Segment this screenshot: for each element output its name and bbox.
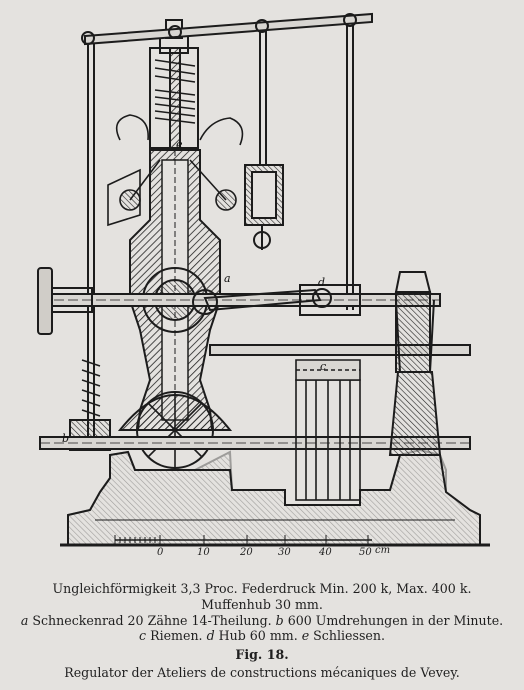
label-a: a xyxy=(224,272,231,285)
right-pedestal xyxy=(388,299,442,456)
scale-tick-30: 30 xyxy=(278,547,291,558)
fly-balls xyxy=(107,114,244,227)
figure-caption: Ungleichförmigkeit 3,3 Proc. Federdruck … xyxy=(0,581,524,681)
scale-tick-10: 10 xyxy=(197,547,210,558)
caption-key-a: a xyxy=(20,612,29,628)
caption-text-c: Riemen. xyxy=(146,628,207,644)
vertical-rods xyxy=(69,12,373,451)
base-frame xyxy=(60,448,490,547)
scale-tick-0: 0 xyxy=(157,547,164,558)
figure-title: Regulator der Ateliers de constructions … xyxy=(64,664,460,680)
right-valve-body xyxy=(244,164,284,250)
label-b: b xyxy=(62,432,69,445)
scale-tick-40: 40 xyxy=(318,547,332,558)
caption-line-2: Muffenhub 30 mm. xyxy=(201,596,323,612)
caption-text-d: Hub 60 mm. xyxy=(214,628,302,644)
caption-text-b: 600 Umdrehungen in der Minute. xyxy=(283,612,504,628)
scale-unit: cm xyxy=(375,545,390,556)
figure-number: Fig. 18. xyxy=(235,647,289,663)
regulator-engineering-drawing: a e d c b 0 10 20 30 4 xyxy=(37,12,490,558)
caption-line-3: a Schneckenrad 20 Zähne 14-Theilung. b 6… xyxy=(0,613,524,629)
central-column xyxy=(117,19,233,469)
part-labels: a e d c b xyxy=(62,138,326,445)
label-d: d xyxy=(318,276,325,289)
caption-text-e: Schliessen. xyxy=(309,628,385,644)
horizontal-shafts xyxy=(37,267,471,450)
label-c: c xyxy=(320,360,326,373)
scale-tick-20: 20 xyxy=(239,547,253,558)
scale-bar: 0 10 20 30 40 50 cm xyxy=(114,535,390,558)
caption-key-d: d xyxy=(206,628,215,644)
belt-pulley xyxy=(295,359,361,501)
caption-key-c: c xyxy=(139,628,147,644)
caption-line-1: Ungleichförmigkeit 3,3 Proc. Federdruck … xyxy=(52,581,472,596)
label-e: e xyxy=(176,138,183,151)
caption-key-b: b xyxy=(275,612,284,628)
caption-text-a: Schneckenrad 20 Zähne 14-Theilung. xyxy=(28,612,276,628)
caption-line-4: c Riemen. d Hub 60 mm. e Schliessen. xyxy=(0,628,524,644)
scale-tick-50: 50 xyxy=(359,547,372,558)
caption-key-e: e xyxy=(301,628,310,644)
